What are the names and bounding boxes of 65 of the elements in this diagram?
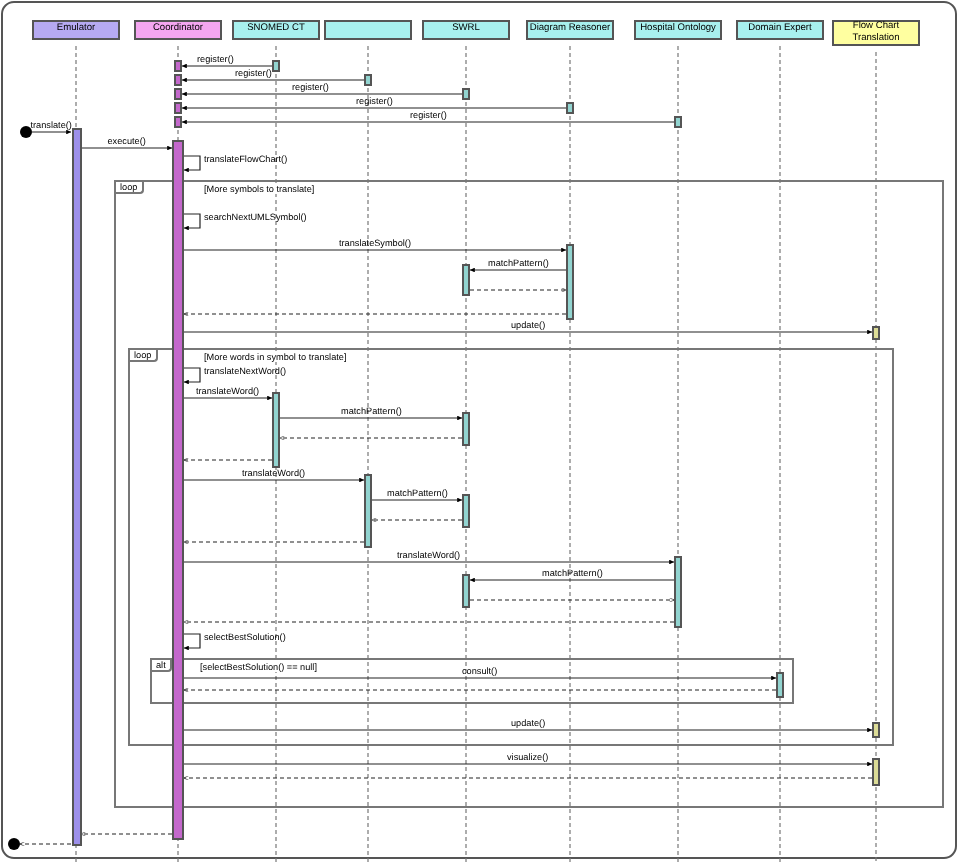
activation-bar bbox=[174, 60, 182, 72]
return-message-arrow bbox=[279, 435, 463, 441]
self-message-arrow bbox=[183, 633, 201, 651]
return-message-arrow bbox=[19, 841, 72, 847]
return-message-arrow bbox=[183, 687, 777, 693]
message-arrow bbox=[469, 267, 567, 273]
activation-bar bbox=[566, 244, 574, 320]
message-arrow bbox=[183, 395, 273, 401]
combined-fragment-frame bbox=[150, 658, 794, 704]
return-message-arrow bbox=[183, 457, 273, 463]
activation-bar bbox=[174, 102, 182, 114]
message-arrow bbox=[183, 727, 873, 733]
activation-bar bbox=[462, 412, 470, 446]
message-arrow bbox=[279, 415, 463, 421]
message-arrow bbox=[183, 477, 365, 483]
message-arrow bbox=[469, 577, 675, 583]
activation-bar bbox=[566, 102, 574, 114]
activation-bar bbox=[462, 264, 470, 296]
activation-bar bbox=[174, 116, 182, 128]
message-arrow bbox=[181, 119, 675, 125]
return-message-arrow bbox=[469, 287, 567, 293]
activation-bar bbox=[462, 88, 470, 100]
activation-bar bbox=[674, 116, 682, 128]
return-message-arrow bbox=[80, 831, 173, 837]
self-message-arrow bbox=[183, 155, 201, 173]
message-arrow bbox=[183, 761, 873, 767]
message-arrow bbox=[183, 559, 675, 565]
message-arrow bbox=[181, 63, 273, 69]
activation-bar bbox=[674, 556, 682, 628]
message-arrow bbox=[80, 145, 173, 151]
activation-bar bbox=[776, 672, 784, 698]
activation-bar bbox=[71, 128, 81, 846]
message-arrow bbox=[181, 91, 463, 97]
return-message-arrow bbox=[469, 597, 675, 603]
activation-bar bbox=[174, 74, 182, 86]
activation-bar bbox=[872, 722, 880, 738]
end-dot bbox=[8, 838, 20, 850]
self-message-arrow bbox=[183, 213, 201, 231]
message-arrow bbox=[183, 329, 873, 335]
start-dot bbox=[20, 126, 32, 138]
return-message-arrow bbox=[183, 311, 567, 317]
activation-bar bbox=[272, 392, 280, 468]
activation-bar bbox=[272, 60, 280, 72]
activation-bar bbox=[364, 474, 372, 548]
activation-bar bbox=[364, 74, 372, 86]
self-message-arrow bbox=[183, 367, 201, 385]
return-message-arrow bbox=[183, 539, 365, 545]
message-arrow bbox=[371, 497, 463, 503]
message-arrow bbox=[181, 105, 567, 111]
activation-bar bbox=[462, 574, 470, 608]
activation-bar bbox=[462, 494, 470, 528]
activation-bar bbox=[872, 758, 880, 786]
message-arrow bbox=[181, 77, 365, 83]
combined-fragment-frame bbox=[114, 180, 944, 808]
combined-fragment-frame bbox=[128, 348, 894, 746]
activation-bar bbox=[872, 326, 880, 340]
return-message-arrow bbox=[183, 775, 873, 781]
activation-bar bbox=[172, 140, 184, 840]
activation-bar bbox=[174, 88, 182, 100]
return-message-arrow bbox=[183, 619, 675, 625]
return-message-arrow bbox=[371, 517, 463, 523]
message-arrow bbox=[31, 129, 72, 135]
message-arrow bbox=[183, 247, 567, 253]
message-arrow bbox=[183, 675, 777, 681]
lifeline-header bbox=[324, 20, 412, 40]
